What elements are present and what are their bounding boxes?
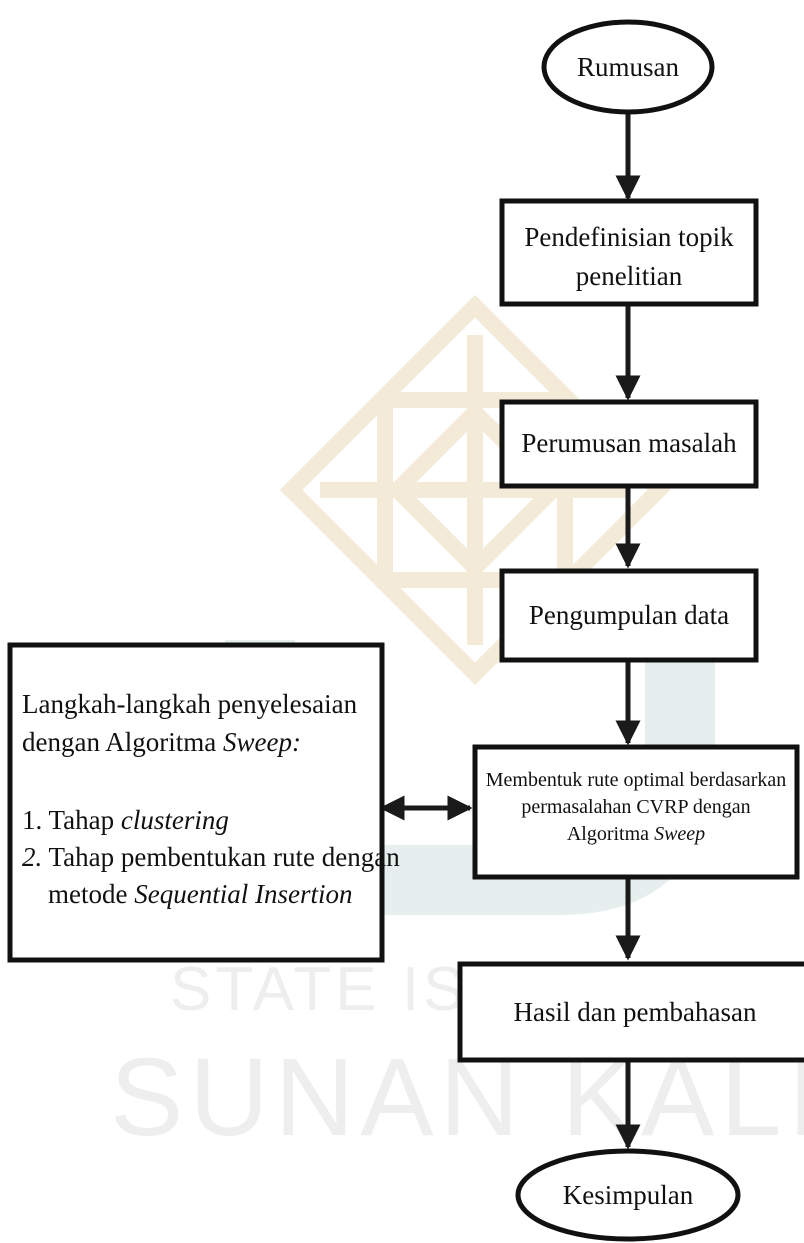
node-membentuk-label-line3: Algoritma Sweep (567, 823, 705, 845)
side-box-item2-text: Tahap pembentukan rute dengan (42, 842, 400, 872)
node-perumusan-label: Perumusan masalah (521, 428, 737, 458)
node-pendefinisian-label-line1: Pendefinisian topik (524, 222, 734, 252)
side-box-line2-italic: Sweep: (223, 727, 301, 757)
side-box-item2-line2-italic: Sequential Insertion (134, 879, 352, 909)
node-pendefinisian-label-line2: penelitian (576, 261, 683, 291)
node-membentuk: Membentuk rute optimal berdasarkan perma… (472, 744, 800, 880)
side-box-item2-line2-prefix: metode (48, 879, 134, 909)
side-box-item2-line2: metode Sequential Insertion (48, 879, 352, 909)
side-box-line2-prefix: dengan Algoritma (22, 727, 223, 757)
node-pengumpulan: Pengumpulan data (499, 568, 759, 663)
node-perumusan: Perumusan masalah (499, 399, 759, 489)
node-hasil: Hasil dan pembahasan (457, 961, 804, 1063)
node-kesimpulan-label: Kesimpulan (563, 1180, 694, 1210)
node-pendefinisian: Pendefinisian topik penelitian (499, 198, 759, 307)
side-box-item1: 1. Tahap clustering (22, 805, 229, 835)
node-membentuk-label-line1: Membentuk rute optimal berdasarkan (486, 769, 786, 791)
side-box-item1-prefix: 1. Tahap (22, 805, 121, 835)
side-box: Langkah-langkah penyelesaian dengan Algo… (7, 642, 400, 963)
node-pengumpulan-label: Pengumpulan data (529, 600, 729, 630)
side-box-line1: Langkah-langkah penyelesaian (22, 689, 358, 719)
node-membentuk-label-line3-prefix: Algoritma (567, 823, 654, 845)
node-membentuk-label-line3-italic: Sweep (654, 823, 705, 845)
side-box-item2: 2. Tahap pembentukan rute dengan (22, 842, 400, 872)
side-box-item1-italic: clustering (121, 805, 229, 835)
node-rumusan: Rumusan (541, 19, 715, 115)
side-box-line2: dengan Algoritma Sweep: (22, 727, 301, 757)
node-kesimpulan: Kesimpulan (515, 1148, 741, 1242)
node-hasil-label: Hasil dan pembahasan (514, 997, 757, 1027)
node-membentuk-label-line2: permasalahan CVRP dengan (521, 796, 750, 818)
side-box-item2-number: 2. (22, 842, 42, 872)
node-rumusan-label: Rumusan (577, 52, 680, 82)
